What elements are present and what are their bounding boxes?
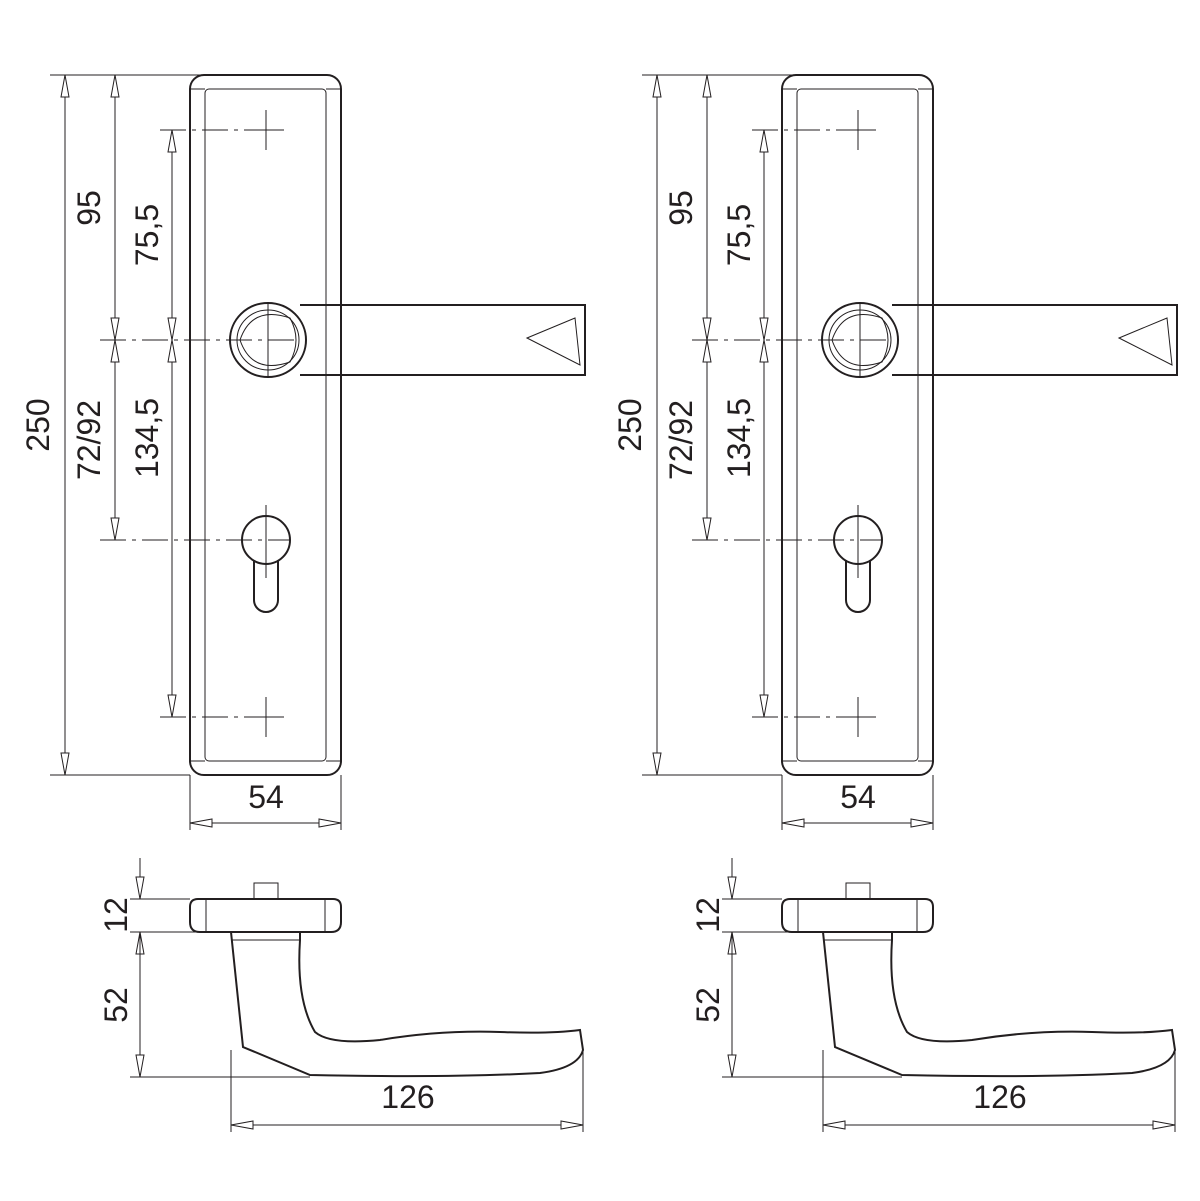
lever-profile [229, 931, 585, 1078]
dim-handle-length: 126 [973, 1079, 1026, 1115]
dim-distance: 72/92 [71, 400, 107, 480]
side-view-left: 12 52 126 [98, 858, 585, 1132]
dim-upper-screw: 75,5 [129, 204, 165, 266]
dim-upper-screw: 75,5 [721, 204, 757, 266]
dim-handle-axis: 95 [71, 190, 107, 226]
front-view-right: 250 95 75,5 72/92 134,5 54 [612, 74, 1178, 830]
backplate [781, 74, 934, 776]
dim-lower-screw: 134,5 [721, 398, 757, 478]
dim-width: 54 [248, 779, 284, 815]
dim-overall-height: 250 [20, 398, 56, 451]
backplate [189, 74, 342, 776]
dim-rose-depth: 12 [98, 897, 134, 933]
dim-width: 54 [840, 779, 876, 815]
dim-distance: 72/92 [663, 400, 699, 480]
dim-handle-length: 126 [381, 1079, 434, 1115]
dim-handle-axis: 95 [663, 190, 699, 226]
dim-overall-height: 250 [612, 398, 648, 451]
side-view-right: 12 52 126 [690, 858, 1177, 1132]
dim-lower-screw: 134,5 [129, 398, 165, 478]
dim-handle-height: 52 [98, 987, 134, 1023]
keyhole [241, 505, 291, 613]
lever-profile [821, 931, 1177, 1078]
rose [189, 882, 342, 933]
dim-handle-height: 52 [690, 987, 726, 1023]
front-view-left: 250 95 75,5 72/92 134,5 54 [20, 74, 586, 830]
rose [781, 882, 934, 933]
dim-rose-depth: 12 [690, 897, 726, 933]
keyhole [833, 505, 883, 613]
